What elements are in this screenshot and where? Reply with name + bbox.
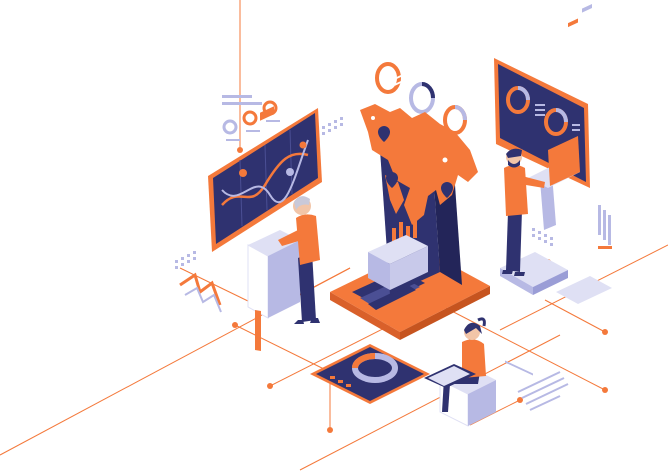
floating-ring-charts [375, 62, 467, 135]
bottom-diagonal-line [299, 334, 561, 471]
person-legs [506, 210, 522, 272]
tablet-screen [316, 347, 424, 401]
right-side-bars [598, 205, 612, 249]
right-diagonal-line [439, 304, 606, 391]
person-shirt [504, 165, 528, 216]
chart-point [239, 169, 247, 177]
circuit-node [327, 427, 333, 433]
tower-bar-chart [392, 218, 417, 244]
info-ring-icon [242, 110, 258, 126]
person-legs [298, 252, 316, 322]
map-pin-icon [441, 182, 453, 198]
seated-woman [424, 317, 486, 412]
ring-chart-icon [375, 62, 401, 94]
chart-point [299, 141, 307, 149]
chart-point [286, 168, 294, 176]
map-pin-icon [386, 172, 398, 188]
striped-note-card [517, 371, 569, 411]
man-with-gray-hair [278, 196, 320, 324]
circuit-node [602, 329, 608, 335]
laptop-screen [548, 136, 580, 186]
trend-zigzag-icon [179, 272, 222, 313]
central-platform [330, 65, 490, 340]
diagonal-line-lower [234, 324, 331, 373]
line-chart-board [208, 108, 322, 252]
person-shirt [296, 214, 320, 265]
circuit-node [267, 383, 273, 389]
right-legend-card [556, 3, 612, 304]
board-screen [213, 113, 318, 244]
man-with-beard [502, 148, 545, 276]
info-ring-icon [222, 119, 238, 135]
circuit-node [237, 147, 243, 153]
left-info-card [222, 95, 280, 141]
circuit-node [517, 397, 523, 403]
chart-line-lavender [221, 139, 309, 204]
circuit-node [602, 387, 608, 393]
short-right-line [544, 299, 606, 333]
left-stub-line [179, 267, 251, 303]
map-pin-icon [378, 126, 390, 142]
world-map [360, 104, 478, 225]
person-shirt [462, 339, 486, 378]
decorative-dot-grids [175, 117, 553, 269]
chart-line-orange [221, 152, 309, 206]
donut-tablet [310, 344, 430, 404]
circuit-node [232, 322, 238, 328]
